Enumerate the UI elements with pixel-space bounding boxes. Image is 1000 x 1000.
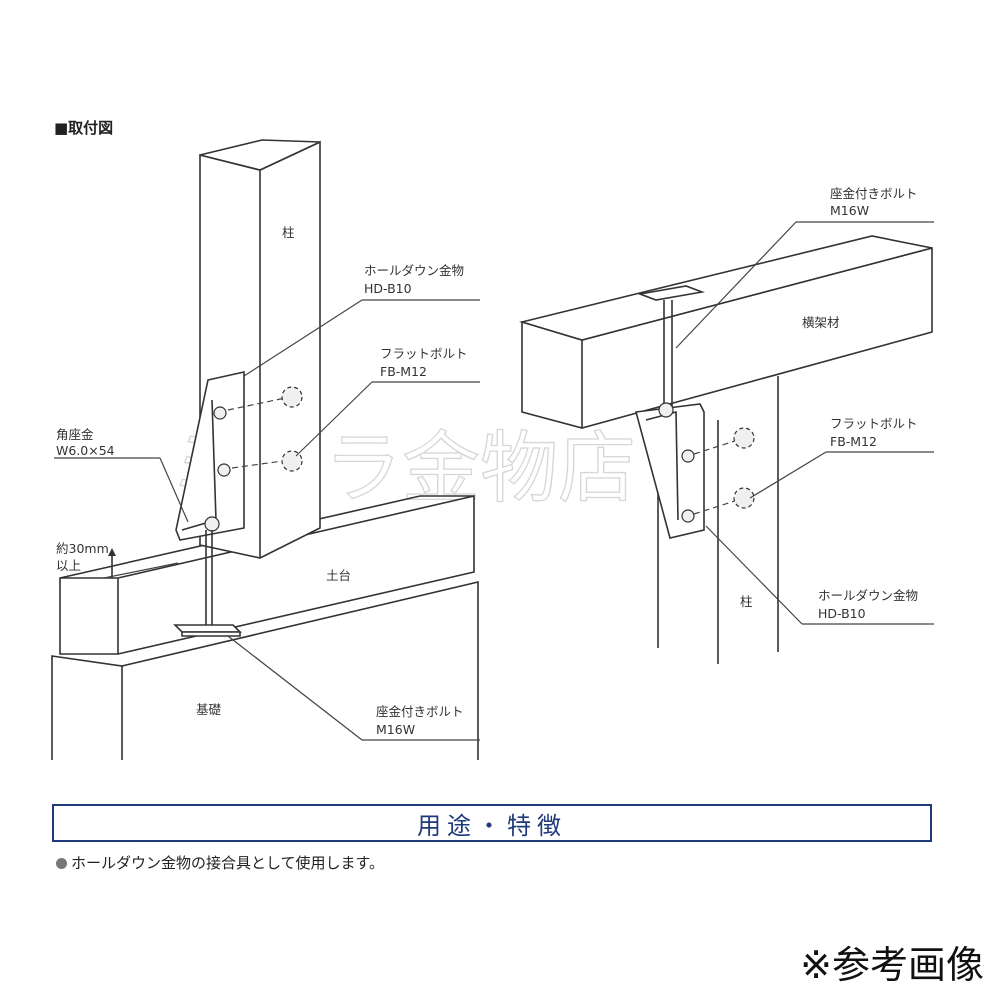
label-holdown-code: HD-B10 bbox=[364, 281, 412, 296]
label-sill: 土台 bbox=[326, 568, 351, 583]
label-pillar-right: 柱 bbox=[740, 594, 753, 609]
bolt-head bbox=[217, 463, 231, 477]
reference-note: ※参考画像 bbox=[800, 943, 984, 987]
beam bbox=[518, 235, 933, 429]
bolt-head bbox=[681, 449, 695, 463]
leader-bolt-right bbox=[675, 221, 797, 349]
label-clearance-min: 以上 bbox=[56, 558, 81, 573]
label-pillar: 柱 bbox=[282, 225, 295, 240]
bolt-hole bbox=[733, 427, 755, 449]
label-washer: 角座金 bbox=[56, 427, 94, 442]
section-title: ■取付図 bbox=[54, 119, 113, 137]
label-flatbolt-code: FB-M12 bbox=[380, 364, 427, 379]
label-bolt-right: 座金付きボルト bbox=[830, 186, 918, 201]
leader-anchor bbox=[227, 635, 363, 741]
bolt-hole bbox=[281, 450, 303, 472]
leader-holdown bbox=[243, 299, 363, 377]
label-beam: 横架材 bbox=[802, 315, 840, 330]
label-anchor-bolt: 座金付きボルト bbox=[376, 704, 464, 719]
label-holdown-right: ホールダウン金物 bbox=[818, 588, 918, 603]
clearance-indicator bbox=[103, 548, 179, 579]
left-diagram: 柱 ホールダウン金物 HD-B10 フラットボルト FB-M12 角座金 W6.… bbox=[51, 139, 480, 760]
anchor-bolt-left bbox=[173, 530, 242, 637]
label-anchor-bolt-code: M16W bbox=[376, 722, 415, 737]
bolt-head bbox=[681, 509, 695, 523]
leader-flatbolt-right bbox=[749, 451, 827, 499]
washer-nut bbox=[204, 516, 220, 532]
washer-plate-top bbox=[636, 285, 706, 301]
washer-nut bbox=[658, 402, 674, 418]
flat-bolts-right bbox=[693, 427, 755, 515]
bullet-icon bbox=[56, 858, 67, 869]
label-foundation: 基礎 bbox=[196, 702, 222, 717]
through-bolt-right bbox=[663, 300, 673, 420]
bolt-hole bbox=[733, 487, 755, 509]
bolt-hole bbox=[281, 386, 303, 408]
label-flatbolt-right-code: FB-M12 bbox=[830, 434, 877, 449]
label-bolt-right-code: M16W bbox=[830, 203, 869, 218]
label-flatbolt: フラットボルト bbox=[380, 346, 468, 361]
bolt-head bbox=[213, 406, 227, 420]
label-flatbolt-right: フラットボルト bbox=[830, 416, 918, 431]
leader-flatbolt bbox=[295, 381, 373, 457]
label-holdown-right-code: HD-B10 bbox=[818, 606, 866, 621]
flat-bolts-left bbox=[227, 386, 303, 472]
holdown-bracket-right bbox=[634, 402, 705, 539]
label-holdown: ホールダウン金物 bbox=[364, 263, 464, 278]
right-diagram: 座金付きボルト M16W 横架材 フラットボルト FB-M12 柱 ホールダウン… bbox=[518, 186, 934, 664]
foundation-block bbox=[51, 580, 479, 760]
label-clearance: 約30mm bbox=[56, 541, 109, 556]
usage-description: ホールダウン金物の接合具として使用します。 bbox=[56, 852, 384, 873]
holdown-bracket-left bbox=[175, 371, 245, 541]
usage-title: 用途・特徴 bbox=[417, 811, 567, 840]
usage-description-text: ホールダウン金物の接合具として使用します。 bbox=[71, 854, 385, 872]
label-washer-code: W6.0×54 bbox=[56, 443, 115, 458]
leader-holdown-right bbox=[705, 525, 803, 625]
usage-header: 用途・特徴 bbox=[52, 804, 932, 842]
